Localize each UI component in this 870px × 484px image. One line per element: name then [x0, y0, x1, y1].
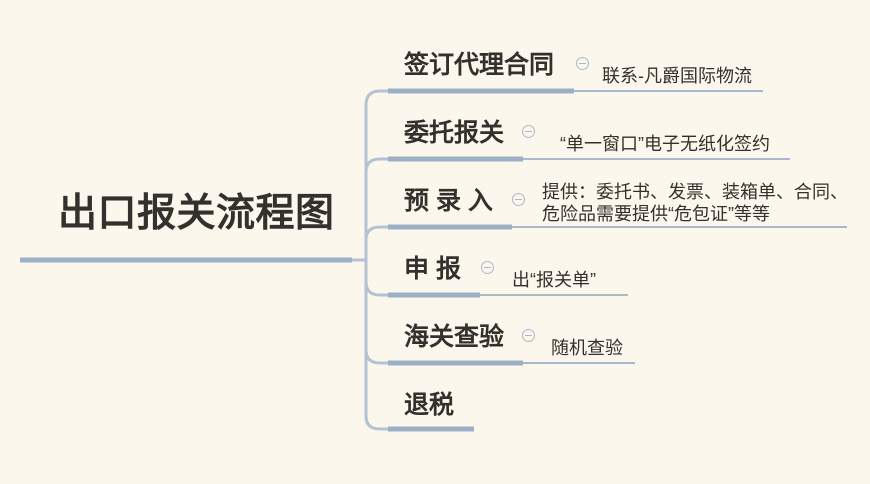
connector-branch-4 [364, 258, 390, 297]
note-line-text: 联系-凡爵国际物流 [602, 66, 752, 86]
note-line-text: 随机查验 [551, 338, 623, 358]
branch-topic-3[interactable]: 预 录 入 [404, 184, 493, 218]
branch-topic-2[interactable]: 委托报关 [404, 116, 504, 150]
collapse-minus-icon-2[interactable] [522, 125, 535, 138]
branch-topic-label: 预 录 入 [404, 187, 493, 215]
branch-note-5[interactable]: 随机查验 [551, 337, 623, 359]
branch-topic-5[interactable]: 海关查验 [404, 320, 504, 354]
connector-branch-2 [364, 157, 390, 262]
connector-branch-5 [364, 258, 390, 365]
branch-topic-label: 签订代理合同 [404, 51, 555, 79]
connector-branch-1 [364, 89, 390, 262]
branch-note-2[interactable]: “单一窗口”电子无纸化签约 [560, 133, 770, 155]
collapse-minus-icon-3[interactable] [512, 193, 525, 206]
note-line-text: 出“报关单” [512, 270, 596, 290]
branch-topic-6[interactable]: 退税 [404, 388, 454, 422]
connector-branch-6 [364, 258, 390, 431]
note-line-text: 危险品需要提供“危包证”等等 [542, 204, 770, 224]
connector-branch-3 [364, 225, 390, 262]
branch-topic-4[interactable]: 申 报 [404, 252, 461, 286]
root-topic[interactable]: 出口报关流程图 [58, 190, 335, 238]
branch-note-1[interactable]: 联系-凡爵国际物流 [602, 65, 752, 87]
branch-topic-label: 退税 [404, 391, 455, 419]
note-line-text: “单一窗口”电子无纸化签约 [560, 134, 770, 154]
collapse-minus-icon-5[interactable] [522, 329, 535, 342]
branch-topic-1[interactable]: 签订代理合同 [404, 48, 554, 82]
collapse-minus-icon-1[interactable] [576, 57, 589, 70]
branch-note-3[interactable]: 提供：委托书、发票、装箱单、合同、 危险品需要提供“危包证”等等 [542, 181, 848, 225]
collapse-minus-icon-4[interactable] [481, 261, 494, 274]
branch-topic-label: 申 报 [404, 255, 461, 283]
branch-note-4[interactable]: 出“报关单” [512, 269, 596, 291]
note-line-text: 提供：委托书、发票、装箱单、合同、 [542, 182, 848, 202]
branch-topic-label: 委托报关 [404, 119, 505, 147]
root-topic-label: 出口报关流程图 [58, 192, 335, 235]
branch-topic-label: 海关查验 [404, 323, 505, 351]
